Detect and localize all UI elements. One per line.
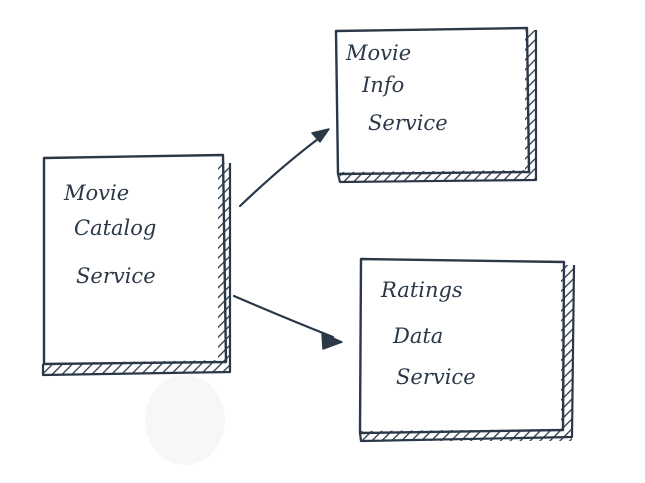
ratings-data-service-box[interactable]: Ratings Data Service [358, 257, 576, 443]
info-label-line-1: Movie [345, 41, 411, 65]
info-box-outline [334, 26, 531, 176]
catalog-box-outline [42, 153, 228, 366]
info-label-line-2: Info [361, 73, 404, 97]
ratings-label-line-2: Data [392, 324, 443, 348]
catalog-box-edge [41, 163, 232, 377]
arrowhead-info [311, 128, 330, 143]
catalog-label-line-2: Catalog [74, 216, 156, 240]
arrowhead-ratings [321, 332, 343, 350]
info-label-line-3: Service [368, 111, 448, 135]
movie-info-service-box[interactable]: Movie Info Service [334, 26, 538, 184]
arrow-catalog-to-ratings [232, 294, 343, 350]
ratings-box-edge [358, 264, 576, 443]
catalog-label-line-1: Movie [63, 181, 129, 205]
movie-catalog-service-box[interactable]: Movie Catalog Service [41, 153, 232, 377]
ratings-label-line-3: Service [396, 365, 476, 389]
catalog-label-line-3: Service [76, 264, 156, 288]
arrow-catalog-to-info [238, 128, 330, 208]
eraser-smudge [145, 375, 225, 465]
ratings-box-outline [358, 257, 566, 435]
info-box-edge [336, 30, 538, 184]
ratings-label-line-1: Ratings [380, 278, 463, 302]
